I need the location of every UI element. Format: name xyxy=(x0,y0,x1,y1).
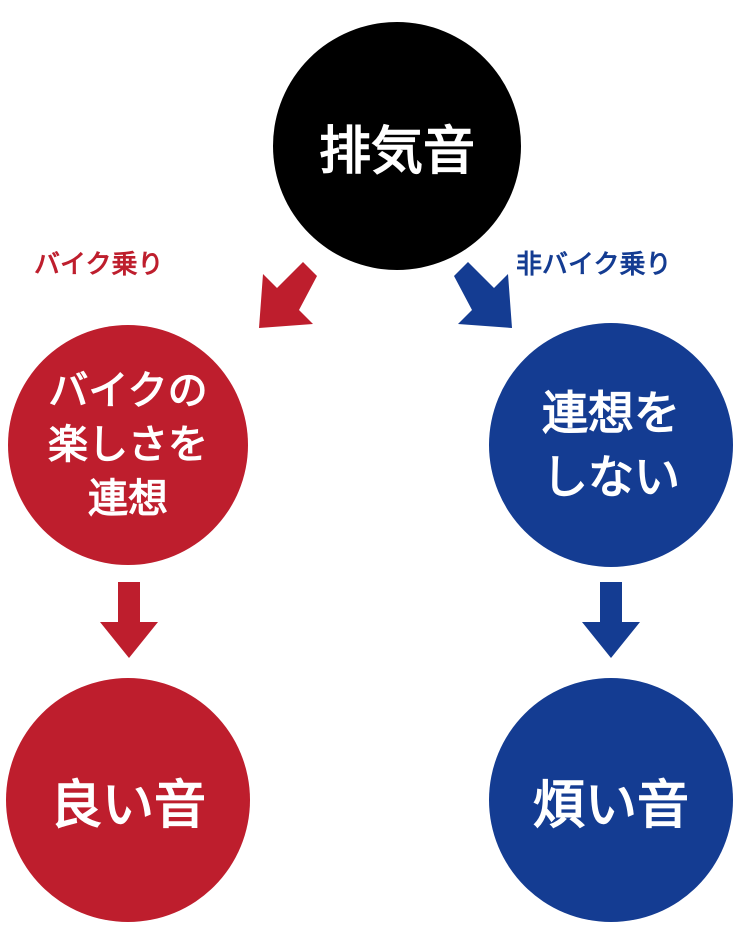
root-node-exhaust-sound: 排気音 xyxy=(273,22,521,270)
branch-label-non-riders: 非バイク乗り xyxy=(516,250,672,280)
result-node-good-sound: 良い音 xyxy=(6,678,250,922)
arrow-down-icon xyxy=(582,582,640,658)
association-node-riders: バイクの 楽しさを 連想 xyxy=(8,325,248,565)
association-label-riders: バイクの 楽しさを 連想 xyxy=(48,368,208,522)
arrow-down-icon xyxy=(100,582,158,658)
arrow-down-left-icon xyxy=(259,262,317,328)
result-label-good-sound: 良い音 xyxy=(49,775,206,836)
result-label-noisy-sound: 煩い音 xyxy=(532,775,689,836)
result-node-noisy-sound: 煩い音 xyxy=(489,678,733,922)
branch-label-riders: バイク乗り xyxy=(34,250,164,280)
association-node-non-riders: 連想を しない xyxy=(489,323,733,567)
root-node-label: 排気音 xyxy=(318,121,475,182)
arrow-down-right-icon xyxy=(454,262,512,328)
association-label-non-riders: 連想を しない xyxy=(542,386,680,504)
